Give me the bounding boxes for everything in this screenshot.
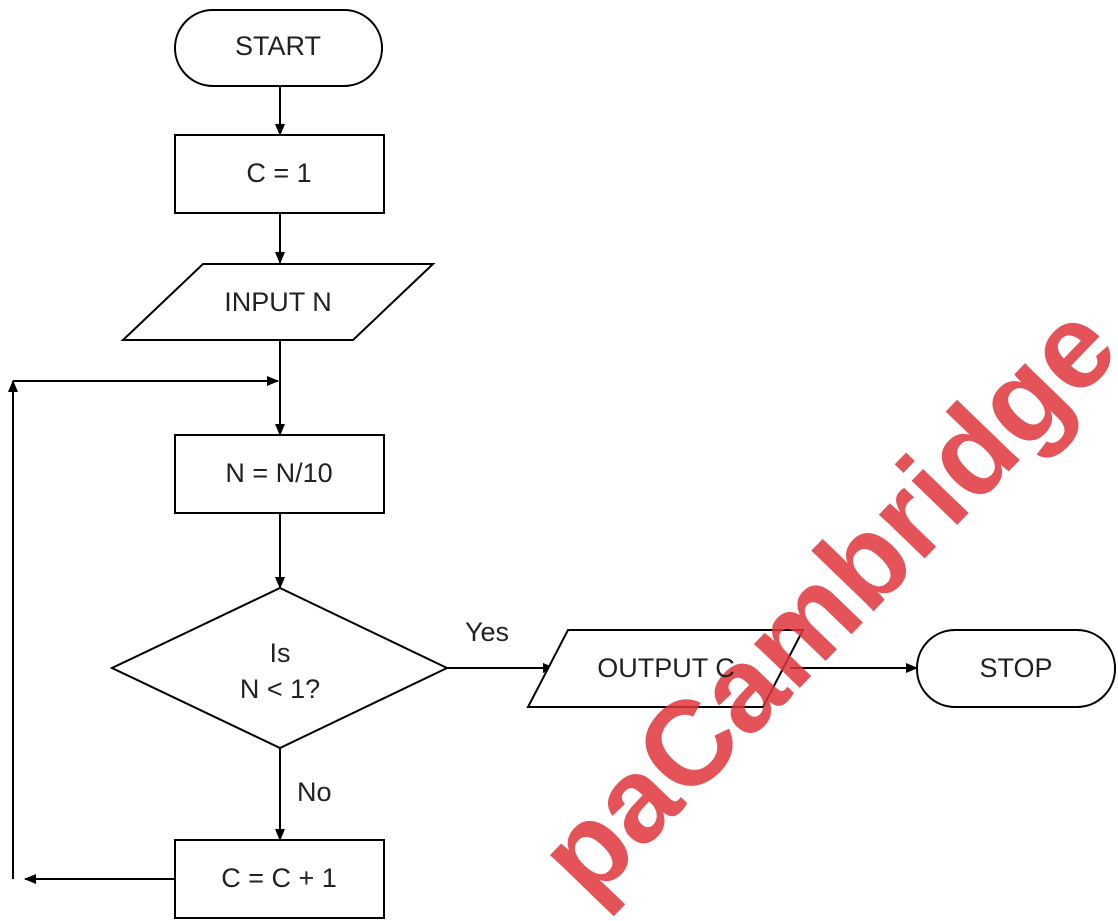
divide-label: N = N/10 bbox=[225, 458, 332, 488]
divide-process-box bbox=[174, 434, 385, 514]
decision-label-line1: Is bbox=[269, 638, 290, 668]
stop-terminator bbox=[916, 629, 1116, 708]
decision-label-line2: N < 1? bbox=[240, 674, 320, 704]
init-label: C = 1 bbox=[246, 158, 311, 188]
increment-process-box bbox=[174, 839, 385, 919]
stop-label: STOP bbox=[979, 653, 1052, 683]
start-terminator bbox=[174, 9, 383, 87]
no-label: No bbox=[297, 777, 332, 807]
init-process-box bbox=[174, 134, 385, 214]
output-label: OUTPUT C bbox=[597, 653, 735, 683]
watermark: paCambridge bbox=[512, 278, 1118, 921]
output-parallelogram bbox=[526, 629, 805, 708]
increment-label: C = C + 1 bbox=[221, 863, 337, 893]
input-label: INPUT N bbox=[224, 287, 332, 317]
start-label: START bbox=[235, 31, 321, 61]
yes-label: Yes bbox=[465, 617, 509, 647]
input-parallelogram bbox=[120, 263, 436, 341]
